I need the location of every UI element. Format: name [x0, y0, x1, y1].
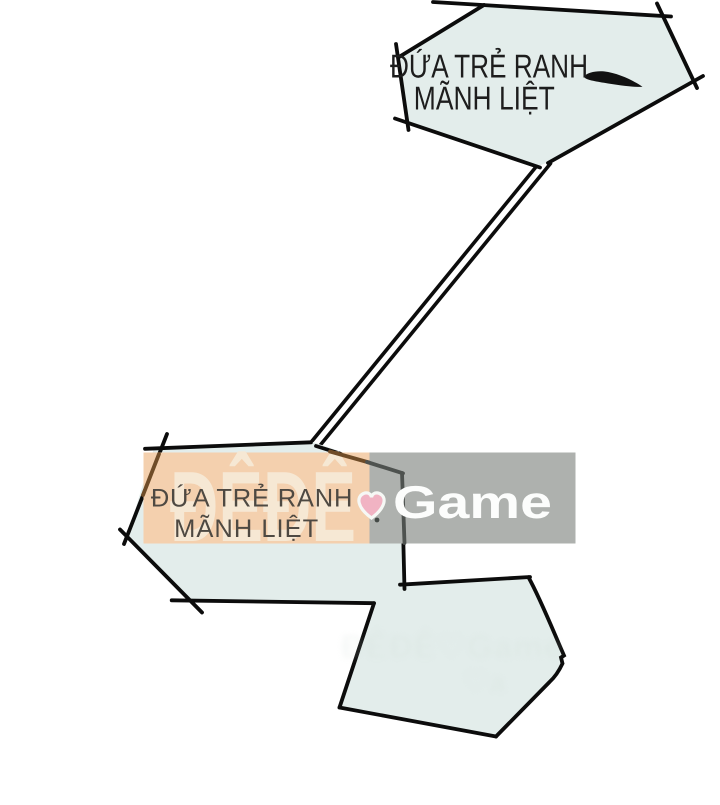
svg-text:MÃNH LIỆT: MÃNH LIỆT [174, 514, 319, 543]
svg-text:ĐỨA TRẺ RANH: ĐỨA TRẺ RANH [151, 484, 353, 513]
svg-text:ĐÊĐÊ: ĐÊĐÊ [170, 451, 356, 563]
svg-text:ĐỨA TRẺ RANH: ĐỨA TRẺ RANH [390, 48, 588, 85]
svg-text:ĐÊĐÊ♡Game: ĐÊĐÊ♡Game [341, 628, 563, 665]
svg-text:♡a: ♡a [462, 666, 506, 699]
svg-text:MÃNH LIỆT: MÃNH LIỆT [414, 80, 555, 117]
svg-text:Game: Game [393, 476, 552, 528]
